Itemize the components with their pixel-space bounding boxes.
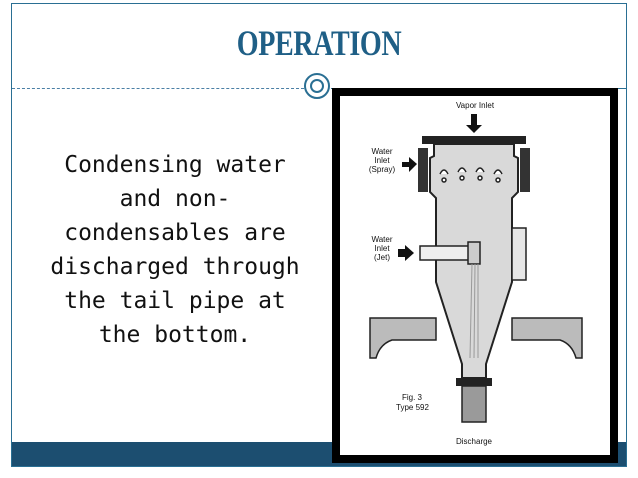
- spray-inlet-label-2: Inlet: [374, 156, 390, 165]
- slide-body-text: Condensing water and non-condensables ar…: [50, 152, 300, 348]
- divider-ring-ornament: [304, 73, 330, 99]
- divider-ring-inner: [310, 79, 324, 93]
- spray-inlet-label-1: Water: [371, 147, 392, 156]
- condenser-diagram: Vapor Inlet: [340, 96, 610, 455]
- jet-stream: [469, 263, 479, 359]
- tail-pipe: [461, 385, 487, 423]
- slide-border: [11, 3, 627, 467]
- vapor-inlet-label: Vapor Inlet: [456, 101, 495, 110]
- slide-title: OPERATION: [236, 23, 402, 63]
- spray-inlet-label-3: (Spray): [369, 165, 396, 174]
- condenser-diagram-svg: Vapor Inlet: [369, 101, 583, 446]
- spray-nozzles: [439, 167, 503, 183]
- jet-inlet-arrow: [398, 245, 414, 261]
- top-flange: [422, 136, 526, 144]
- vapor-inlet-arrow: [466, 114, 482, 133]
- jet-inlet-label-1: Water: [371, 235, 392, 244]
- tail-pipe-flange: [456, 378, 492, 386]
- figure-number: Fig. 3: [402, 393, 423, 402]
- left-spray-flange: [418, 148, 428, 192]
- right-spray-flange: [520, 148, 530, 192]
- title-divider-left: [12, 88, 304, 89]
- mounting-floor: [369, 317, 583, 359]
- spray-inlet-arrow: [402, 157, 417, 172]
- jet-inlet-label-3: (Jet): [374, 253, 390, 262]
- jet-inlet-label-2: Inlet: [374, 244, 390, 253]
- jet-inlet-pipe: [419, 241, 481, 265]
- right-side-port: [511, 227, 527, 281]
- discharge-label: Discharge: [456, 437, 493, 446]
- figure-type: Type 592: [396, 403, 429, 412]
